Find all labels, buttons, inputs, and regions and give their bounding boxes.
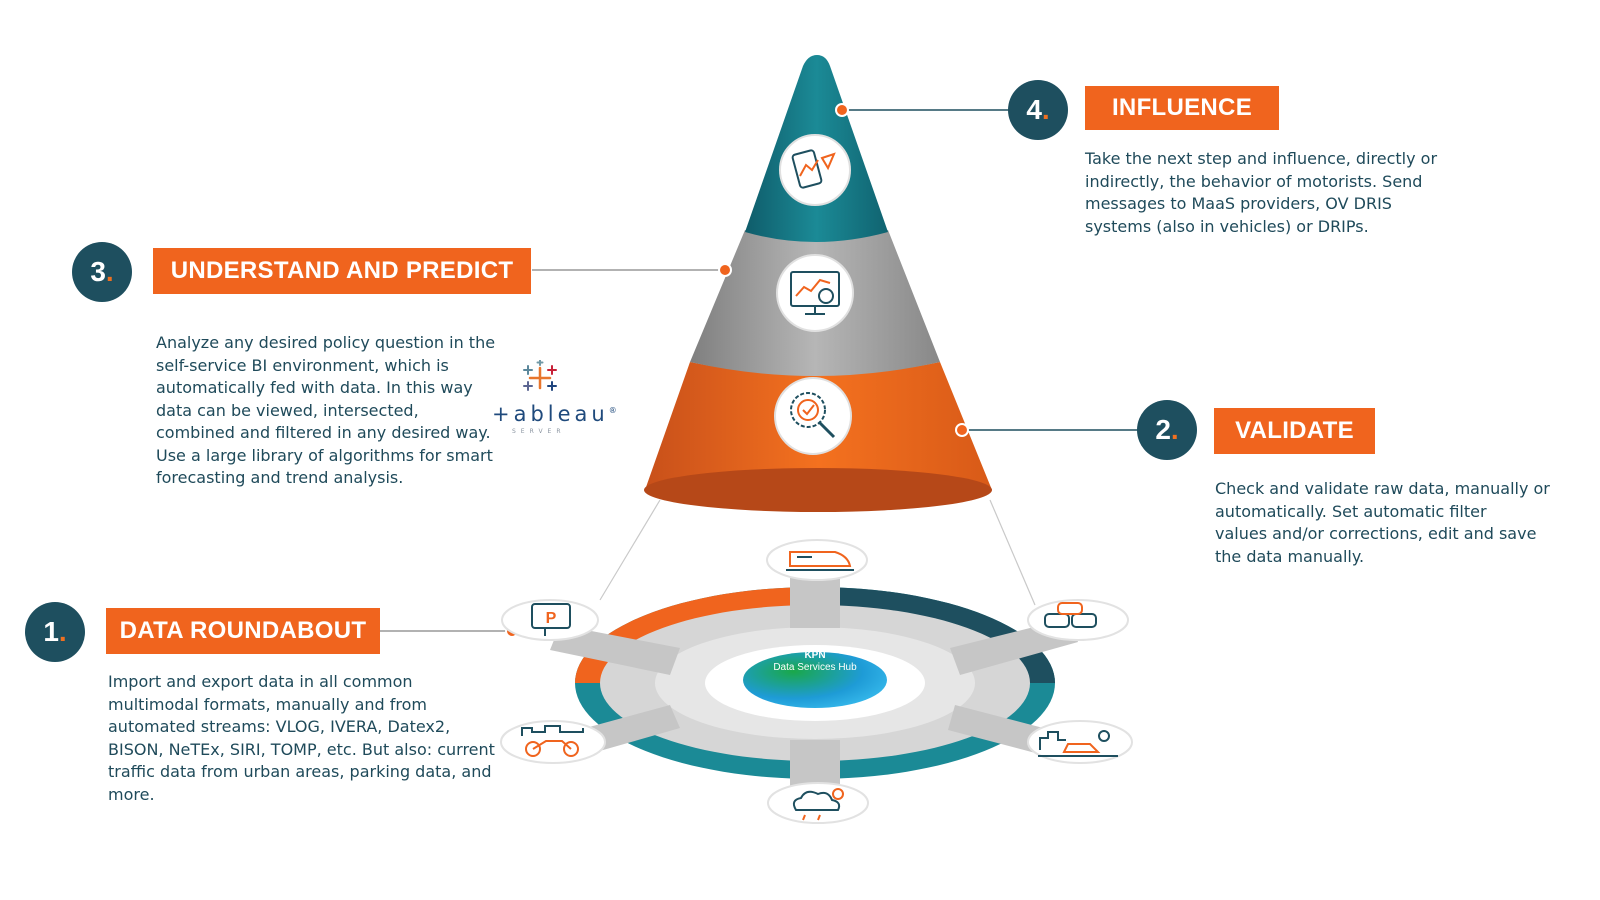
roundabout <box>550 565 1078 800</box>
quality-badge-icon <box>774 377 852 455</box>
hub-label: KPN Data Services Hub <box>745 650 885 674</box>
parking-sign-icon: P <box>501 599 599 641</box>
projection-line-left <box>599 499 661 601</box>
train-icon <box>766 539 868 581</box>
step-title-influence: INFLUENCE <box>1085 86 1279 130</box>
step-title-understand-and-predict: UNDERSTAND AND PREDICT <box>153 248 531 294</box>
step-description-data-roundabout: Import and export data in all common mul… <box>108 672 495 804</box>
bicycle-icon <box>500 720 606 764</box>
connector-dot-influence <box>835 103 849 117</box>
traffic-jam-icon <box>1027 599 1129 641</box>
step-description-influence: Take the next step and influence, direct… <box>1085 149 1438 236</box>
svg-text:P: P <box>546 610 557 627</box>
analytics-monitor-icon <box>776 254 854 332</box>
hub-title: KPN <box>804 650 826 661</box>
connector-dot-validate <box>955 423 969 437</box>
tableau-logo-icon <box>523 360 557 391</box>
step-description-validate: Check and validate raw data, manually or… <box>1215 479 1550 566</box>
step-number-4: 4. <box>1008 80 1068 140</box>
step-title-validate: VALIDATE <box>1214 408 1375 454</box>
step-title-data-roundabout: DATA ROUNDABOUT <box>106 608 380 654</box>
phone-route-icon <box>779 134 851 206</box>
weather-icon <box>767 782 869 824</box>
hub-subtitle: Data Services Hub <box>773 662 857 673</box>
cone-base <box>644 468 992 512</box>
step-number-3: 3. <box>72 242 132 302</box>
tableau-wordmark: +ableau® <box>492 402 621 426</box>
step-description-understand-and-predict: Analyze any desired policy question in t… <box>156 333 496 487</box>
connector-dot-understand <box>718 263 732 277</box>
step-number-1: 1. <box>25 602 85 662</box>
tableau-subtitle: SERVER <box>512 428 566 435</box>
step-number-2: 2. <box>1137 400 1197 460</box>
city-car-location-icon <box>1027 720 1133 764</box>
projection-line-right <box>989 499 1036 606</box>
